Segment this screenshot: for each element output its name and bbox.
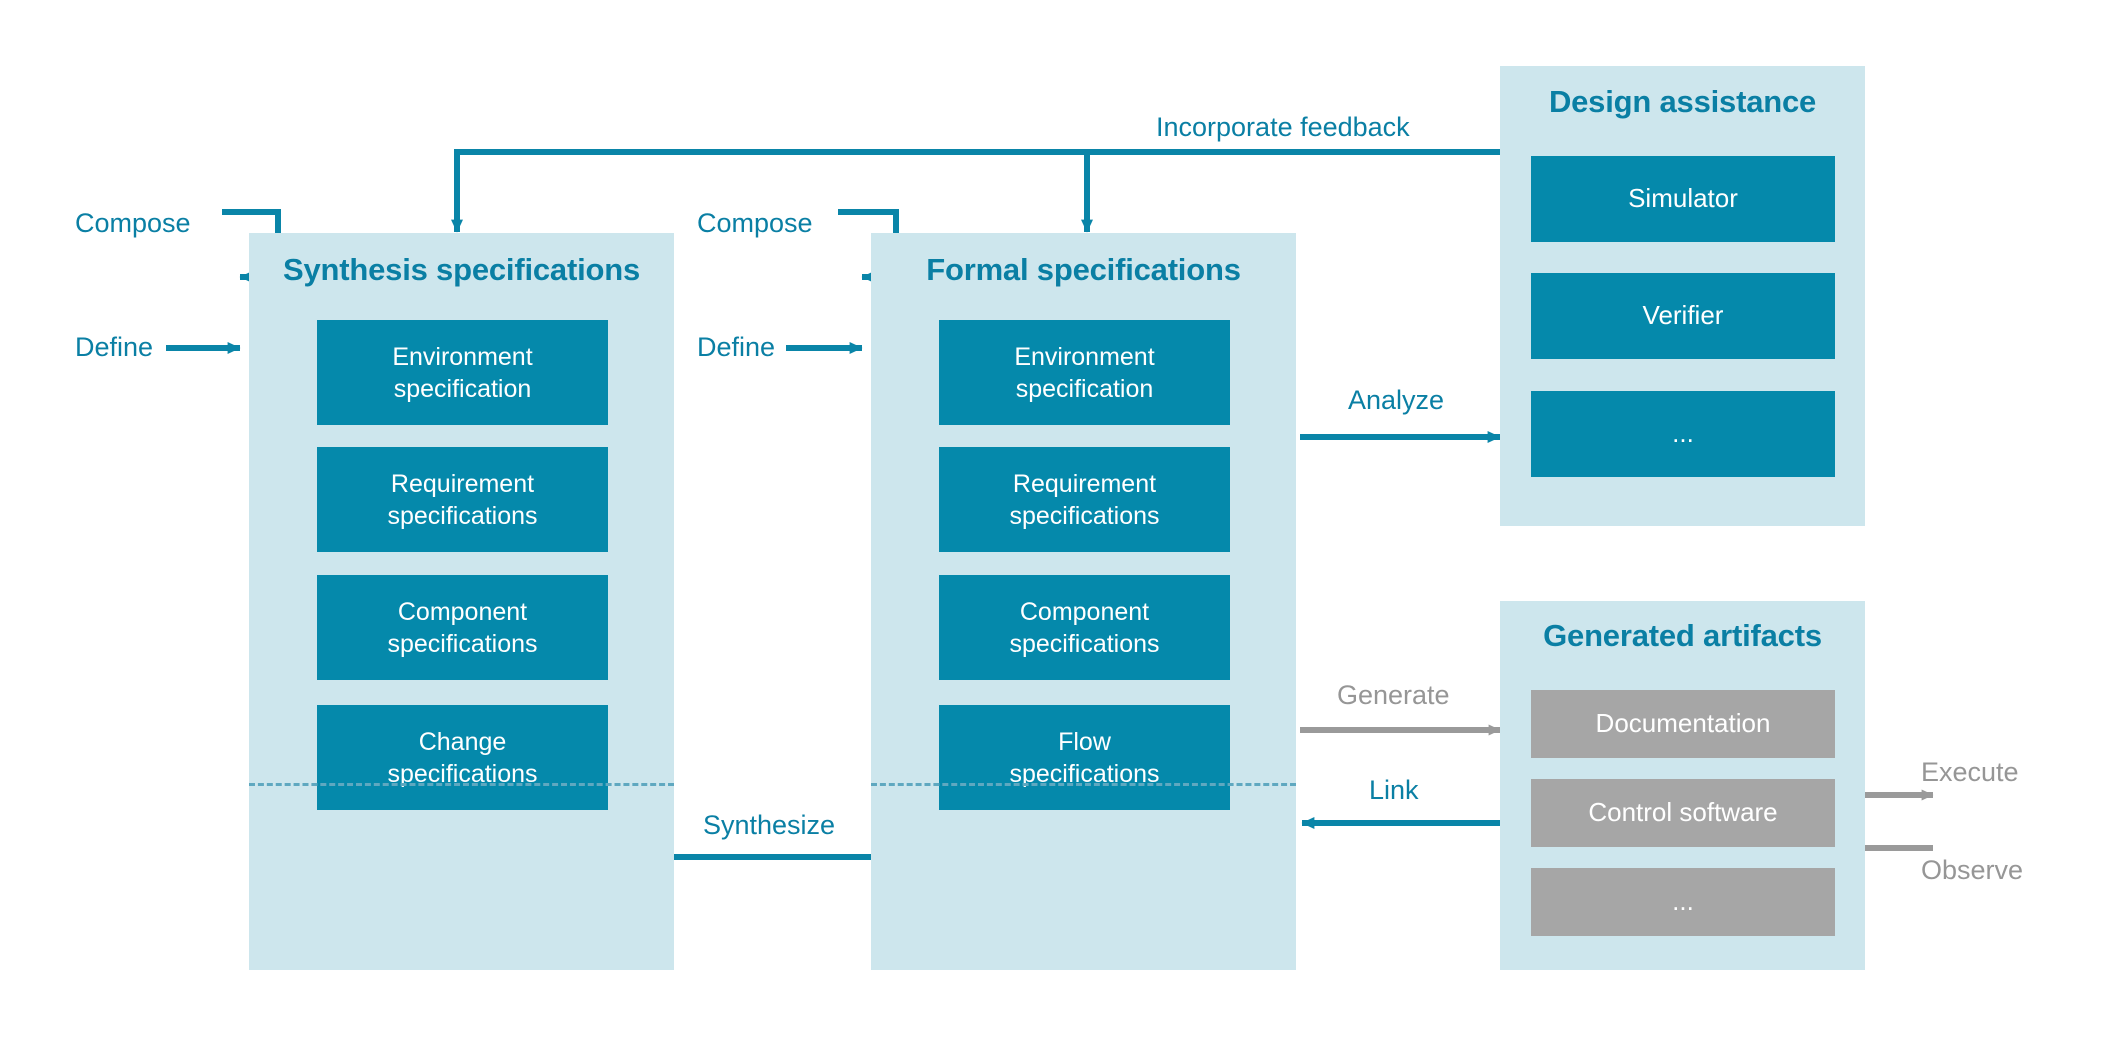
spec-line-2: specifications	[1009, 759, 1160, 788]
panel-title-design-assistance: Design assistance	[1548, 84, 1817, 119]
spec-line-1: Requirement	[1012, 469, 1157, 498]
spec-line-2: specification	[1015, 374, 1154, 403]
spec-line-2: specifications	[387, 501, 538, 530]
spec-line-1: Component	[1019, 597, 1150, 626]
spec-line-1: Flow	[1058, 727, 1111, 756]
label-compose-middle: Compose	[697, 208, 813, 238]
spec-line-1: Environment	[392, 342, 533, 371]
label-analyze: Analyze	[1348, 385, 1445, 415]
artifact-label: ...	[1672, 886, 1694, 917]
label-execute: Execute	[1921, 757, 2019, 787]
panel-title-generated-artifacts: Generated artifacts	[1543, 618, 1822, 653]
spec-line-2: specifications	[387, 759, 538, 788]
spec-box-environment-formal[interactable]: Environment specification	[939, 320, 1230, 425]
label-link: Link	[1369, 775, 1419, 805]
tool-label: Verifier	[1642, 300, 1724, 331]
arrow-incorporate-feedback	[451, 149, 1508, 233]
tool-label: Simulator	[1628, 183, 1738, 214]
panel-design-assistance: Design assistance Simulator Verifier ...	[1500, 66, 1865, 526]
spec-line-2: specifications	[387, 629, 538, 658]
tool-label: ...	[1672, 418, 1694, 449]
tool-box-verifier[interactable]: Verifier	[1531, 273, 1835, 359]
panel-title-synthesis: Synthesis specifications	[283, 252, 640, 287]
spec-line-1: Change	[418, 727, 507, 756]
spec-box-change-synthesis[interactable]: Change specifications	[317, 705, 608, 810]
spec-box-component-formal[interactable]: Component specifications	[939, 575, 1230, 680]
tool-box-simulator[interactable]: Simulator	[1531, 156, 1835, 242]
panel-title-formal: Formal specifications	[926, 252, 1241, 287]
divider-synthesis	[249, 783, 674, 786]
artifact-label: Documentation	[1595, 708, 1771, 739]
artifact-box-control-software[interactable]: Control software	[1531, 779, 1835, 847]
panel-synthesis-specifications: Synthesis specifications Environment spec…	[249, 233, 674, 970]
label-define-middle: Define	[697, 332, 776, 362]
label-synthesize: Synthesize	[703, 810, 836, 840]
label-define-left: Define	[75, 332, 154, 362]
artifact-label: Control software	[1588, 797, 1778, 828]
label-observe: Observe	[1921, 855, 2024, 885]
spec-line-2: specifications	[1009, 629, 1160, 658]
spec-box-environment-synthesis[interactable]: Environment specification	[317, 320, 608, 425]
spec-line-2: specification	[393, 374, 532, 403]
spec-box-requirement-synthesis[interactable]: Requirement specifications	[317, 447, 608, 552]
spec-line-1: Environment	[1014, 342, 1155, 371]
label-compose-left: Compose	[75, 208, 191, 238]
label-incorporate-feedback: Incorporate feedback	[1156, 112, 1410, 142]
artifact-box-more[interactable]: ...	[1531, 868, 1835, 936]
spec-line-1: Component	[397, 597, 528, 626]
spec-line-2: specifications	[1009, 501, 1160, 530]
tool-box-more[interactable]: ...	[1531, 391, 1835, 477]
panel-generated-artifacts: Generated artifacts Documentation Contro…	[1500, 601, 1865, 970]
label-generate: Generate	[1337, 680, 1450, 710]
panel-formal-specifications: Formal specifications Environment specifi…	[871, 233, 1296, 970]
spec-box-flow-formal[interactable]: Flow specifications	[939, 705, 1230, 810]
artifact-box-documentation[interactable]: Documentation	[1531, 690, 1835, 758]
spec-box-requirement-formal[interactable]: Requirement specifications	[939, 447, 1230, 552]
divider-formal	[871, 783, 1296, 786]
spec-line-1: Requirement	[390, 469, 535, 498]
spec-box-component-synthesis[interactable]: Component specifications	[317, 575, 608, 680]
